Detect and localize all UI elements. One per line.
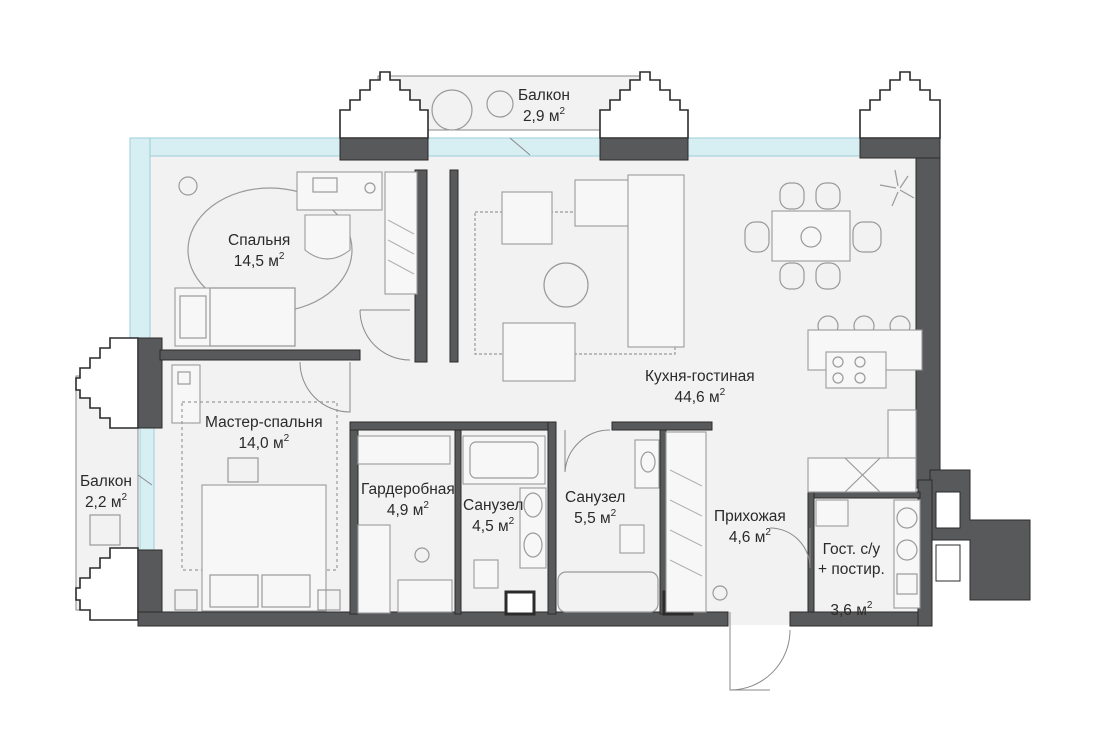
room-area: 4,5 м2: [472, 515, 515, 535]
room-area: 2,9 м2: [522, 105, 566, 125]
window-top-middle: [424, 137, 604, 157]
window-top-left: [149, 137, 341, 157]
room-name: Гост. с/у + постир.: [818, 541, 885, 579]
room-label-master-bedroom: Мастер-спальня 14,0 м2: [205, 413, 323, 455]
bathroom-1-fixtures: [462, 435, 659, 613]
guest-wc-fixtures: [815, 499, 921, 609]
room-name: Санузел: [463, 497, 524, 514]
bedroom-furniture: [174, 171, 418, 347]
room-area: 14,0 м2: [238, 432, 290, 452]
room-area: 2,2 м2: [84, 491, 128, 511]
room-label-balcony-left: Балкон 2,2 м2: [80, 472, 132, 514]
room-area: 5,5 м2: [574, 507, 617, 527]
room-label-bedroom: Спальня 14,5 м2: [228, 231, 290, 273]
exterior-walls: [137, 137, 1031, 627]
window-left-top: [129, 137, 151, 349]
room-name: Балкон: [80, 473, 132, 490]
room-name: Балкон: [518, 87, 570, 104]
room-name: Гардеробная: [361, 481, 455, 498]
room-area: 4,6 м2: [728, 526, 771, 546]
room-label-wardrobe: Гардеробная 4,9 м2: [361, 480, 455, 522]
pier-top-left: [339, 71, 429, 161]
pier-top-middle: [599, 71, 689, 161]
room-name: Спальня: [228, 232, 291, 249]
room-name: Прихожая: [714, 508, 786, 525]
room-label-bathroom-2: Санузел 5,5 м2: [565, 488, 625, 530]
room-name: Мастер-спальня: [205, 414, 323, 431]
room-area: 4,9 м2: [386, 499, 429, 519]
bathroom-2-fixtures: [619, 439, 660, 554]
living-furniture: [474, 169, 915, 382]
room-name: Кухня-гостиная: [645, 368, 755, 385]
room-area: 3,6 м2: [830, 599, 873, 619]
kitchen-furniture: [807, 315, 923, 493]
master-bedroom-furniture: [171, 364, 341, 612]
pier-left-middle: [75, 337, 163, 429]
room-label-hallway: Прихожая 4,6 м2: [714, 507, 786, 549]
room-name: Санузел: [565, 489, 626, 506]
window-top-right: [687, 137, 861, 157]
room-label-kitchen-living: Кухня-гостиная 44,6 м2: [645, 367, 755, 409]
pier-left-bottom: [75, 547, 139, 621]
doors: [137, 137, 811, 691]
pier-top-right: [859, 71, 941, 139]
room-label-bathroom-1: Санузел 4,5 м2: [463, 496, 523, 538]
room-area: 44,6 м2: [674, 386, 726, 406]
room-label-guest-wc: Гост. с/у + постир. 3,6 м2: [818, 520, 885, 641]
room-area: 14,5 м2: [233, 250, 285, 270]
interior-walls: [159, 169, 921, 616]
wardrobe-furniture: [357, 431, 728, 614]
room-label-balcony-top: Балкон 2,9 м2: [518, 86, 570, 128]
